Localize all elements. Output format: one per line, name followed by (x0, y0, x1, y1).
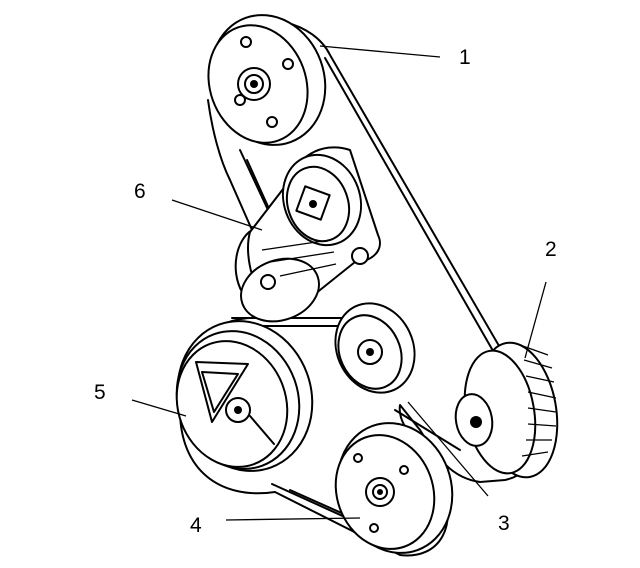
callout-6: 6 (134, 180, 146, 203)
callout-1: 1 (459, 46, 471, 69)
upper-pulley (207, 14, 327, 146)
callout-4: 4 (190, 514, 202, 537)
callout-2: 2 (545, 238, 557, 261)
callout-3: 3 (498, 512, 510, 535)
idler-pulley (334, 302, 416, 394)
callout-5: 5 (94, 381, 106, 404)
right-pulley (454, 341, 559, 479)
belt-tensioner (240, 146, 381, 323)
lower-pulley (334, 422, 454, 554)
large-pulley (175, 320, 314, 472)
leader-lines (131, 45, 547, 521)
